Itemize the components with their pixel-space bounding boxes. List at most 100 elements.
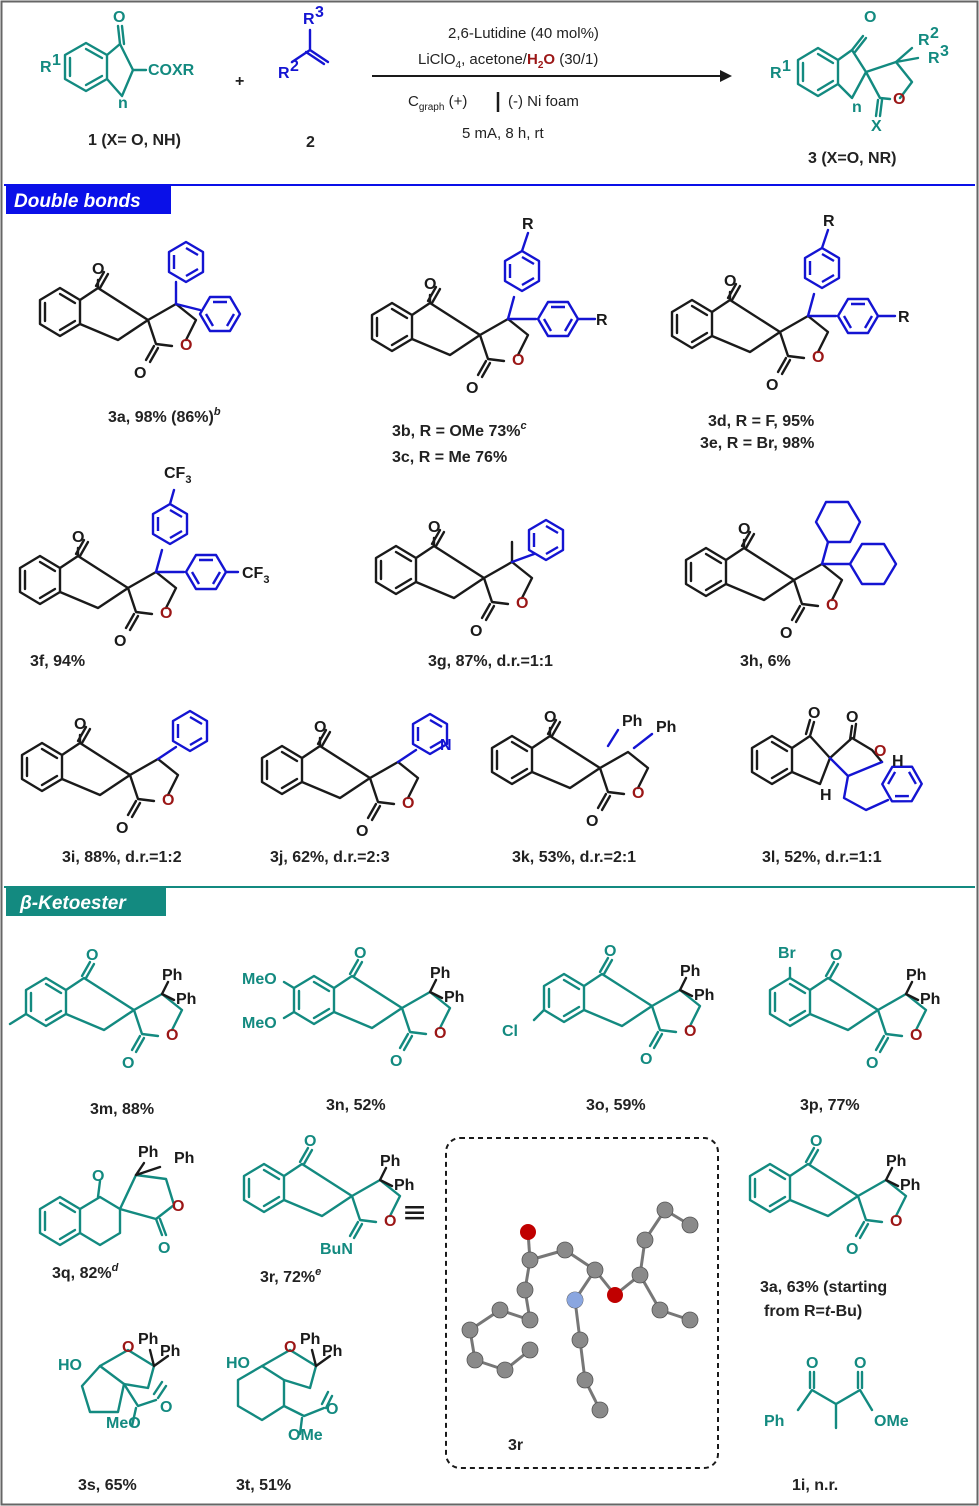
c3j-pyridine-N: N [440,737,452,754]
compound-3a: O O O [38,240,242,382]
c3a-label: 3a, 98% (86%)b [108,406,221,426]
c3a-alt-ring-O: O [890,1213,902,1230]
prod-R2: R [918,32,930,49]
xray-box [445,1137,719,1469]
compound-3n: MeO MeO Ph Ph O O O [242,945,464,1070]
c3f-label: 3f, 94% [30,653,85,670]
c3b-label: 3b, R = OMe 73%c [392,420,527,440]
c3a-ring-O: O [180,337,192,354]
c3d-label: 3d, R = F, 95% [708,413,814,430]
c3l-label: 3l, 52%, d.r.=1:1 [762,849,882,866]
c3s-MeO: MeO [106,1415,141,1432]
xray-label: 3r [508,1437,523,1454]
c3o-Ph-1: Ph [680,963,700,980]
sm1-R: R [40,59,52,76]
c3a-label-sup: b [214,406,221,418]
c3f-cf3-right-sub: 3 [263,574,269,586]
compound-3g: O O O [374,518,565,640]
c3n-ring-O: O [434,1025,446,1042]
c3o-carbonyl-O: O [640,1051,652,1068]
cond-line3a: C [408,93,419,110]
cond-line2c: (30/1) [555,51,598,68]
compound-3d-3e: R R O O O [670,213,910,394]
c3p-label: 3p, 77% [800,1097,860,1114]
prod-ring-oxygen: O [893,91,905,108]
c3b-label-sup: c [521,420,527,432]
c3f-cf3-top: CF [164,465,186,482]
c3a-carbonyl-O: O [134,365,146,382]
compound-3p: Br Ph Ph O O O [768,945,940,1072]
c3h-label: 3h, 6% [740,653,791,670]
c3q-label-sup: d [112,1262,119,1274]
c3f-ring-O: O [160,605,172,622]
c3d-ketone-O: O [724,273,736,290]
c3o-ring-O: O [684,1023,696,1040]
c3p-ring-O: O [910,1027,922,1044]
equivalence-symbol: ≡ [402,1195,427,1230]
c3t-HO: HO [226,1355,250,1372]
c3i-ring-O: O [162,792,174,809]
svg-text:LiClO4, acetone/H2O (30/1): LiClO4, acetone/H2O (30/1) [418,51,598,71]
cond-line2-sub: 4 [456,60,462,71]
c1i-Ph: Ph [764,1413,784,1430]
c3t-ring-O: O [284,1339,296,1356]
c3q-label: 3q, 82%d [52,1262,119,1282]
sm1-n: n [118,95,128,112]
compound-3h: O O O [684,500,898,642]
compound-3k: Ph Ph O O O [490,709,676,830]
c3f-cf3-right: CF [242,565,264,582]
c3f-cf3-top-sub: 3 [185,474,191,486]
c3k-ring-O: O [632,785,644,802]
c3e-label: 3e, R = Br, 98% [700,435,814,452]
sm1-R-sup: 1 [52,52,61,69]
c3o-ketone-O: O [604,943,616,960]
c3a-alt-label-2a: from R= [764,1303,825,1320]
c3b-R-right: R [596,312,608,329]
c3k-ketone-O: O [544,709,556,726]
c3l-H-bottom: H [820,787,832,804]
compound-3r: Ph Ph O O BuN [242,1133,414,1258]
c3a-alt-label-2b: t [825,1303,831,1320]
c3a-alt-label-1: 3a, 63% (starting [760,1279,887,1296]
compound-3a-alt: Ph Ph O O O [748,1133,920,1258]
c3a-label-text: 3a, 98% (86%) [108,409,214,426]
prod-R3-sup: 3 [940,43,949,60]
c3a-alt-Ph-1: Ph [886,1153,906,1170]
c3r-BuN: BuN [320,1241,353,1258]
compound-3l: O O O H H [750,705,928,812]
cond-line4: 5 mA, 8 h, rt [462,125,545,142]
c3t-carbonyl-O: O [326,1401,338,1418]
c3p-Ph-2: Ph [920,991,940,1008]
prod-R3: R [928,50,940,67]
c3l-ketone-O: O [808,705,820,722]
c3l-lactone-O: O [846,709,858,726]
c3p-Ph-1: Ph [906,967,926,984]
c3q-carbonyl-O: O [158,1240,170,1257]
c3q-Ph-2: Ph [174,1150,194,1167]
cond-h2o-o: O [543,51,555,68]
compound-3m: Ph Ph O O O [8,947,196,1072]
c3k-Ph-2: Ph [656,719,676,736]
c3b-ketone-O: O [424,276,436,293]
c3h-carbonyl-O: O [780,625,792,642]
c3l-H-top: H [892,753,904,770]
c3o-label: 3o, 59% [586,1097,646,1114]
c1i-OMe: OMe [874,1413,909,1430]
c3n-Ph-2: Ph [444,989,464,1006]
c3o-Ph-2: Ph [694,987,714,1004]
c3t-Ph-1: Ph [300,1331,320,1348]
c3r-label-sup: e [315,1266,321,1278]
c3i-carbonyl-O: O [116,820,128,837]
c3r-label-text: 3r, 72% [260,1269,315,1286]
section-header-double-bonds [6,186,171,214]
c3g-label: 3g, 87%, d.r.=1:1 [428,653,553,670]
svg-text:CF3: CF3 [242,565,269,586]
sm1-oxygen: O [113,9,125,26]
reaction-conditions: 2,6-Lutidine (40 mol%) LiClO4, acetone/H… [372,25,732,142]
c3q-ring-O: O [172,1198,184,1215]
section-title-double-bonds: Double bonds [14,191,141,212]
c3j-ketone-O: O [314,719,326,736]
c3r-label: 3r, 72%e [260,1266,321,1286]
c3d-carbonyl-O: O [766,377,778,394]
c3s-HO: HO [58,1357,82,1374]
